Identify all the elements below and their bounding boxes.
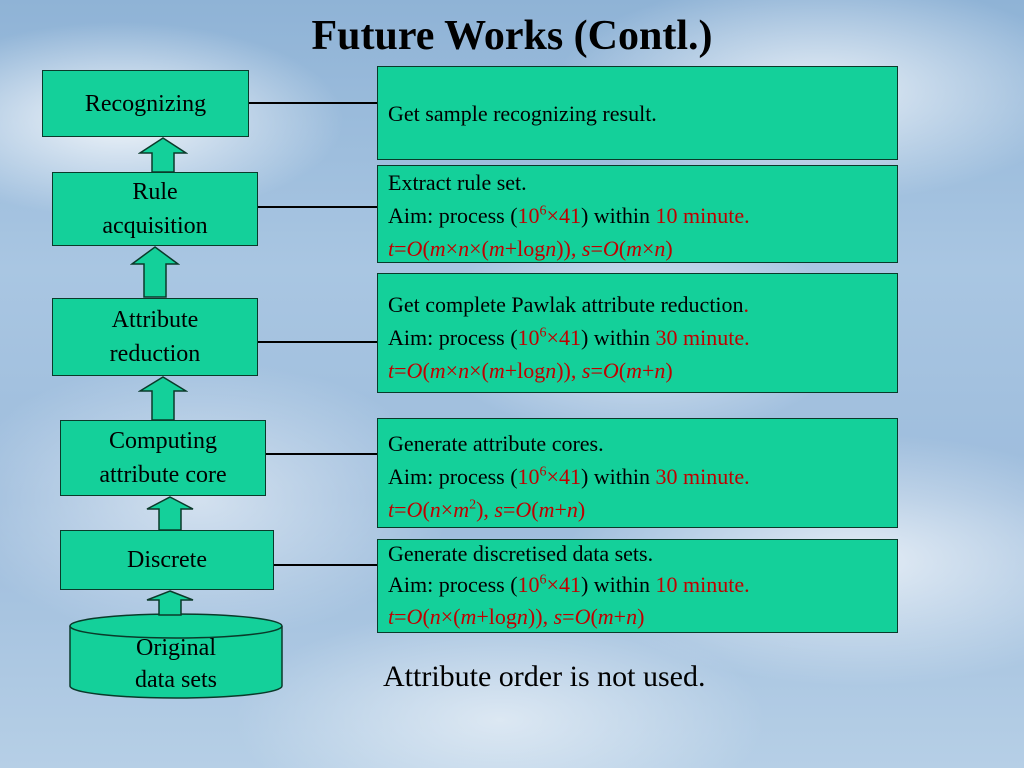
- discrete-box: Discrete: [60, 530, 274, 590]
- up-arrow-icon: [130, 246, 180, 298]
- original-data-label-line1: Original: [135, 632, 217, 664]
- attribute-reduction-label-line1: Attribute: [110, 303, 201, 337]
- rule-acquisition-label-line2: acquisition: [102, 209, 207, 243]
- rule-detail-aim: Aim: process (106×41) within 10 minute.: [388, 199, 887, 232]
- recognizing-detail-box: Get sample recognizing result.: [377, 66, 898, 160]
- rule-acquisition-box: Rule acquisition: [52, 172, 258, 246]
- attribute-reduction-box: Attribute reduction: [52, 298, 258, 376]
- rule-detail-complexity: t=O(m×n×(m+logn)), s=O(m×n): [388, 232, 887, 265]
- core-detail-box: Generate attribute cores. Aim: process (…: [377, 418, 898, 528]
- connector-line: [258, 341, 378, 343]
- connector-line: [249, 102, 378, 104]
- connector-line: [266, 453, 378, 455]
- computing-core-label-line2: attribute core: [99, 458, 226, 492]
- discrete-detail-line1: Generate discretised data sets.: [388, 540, 887, 568]
- attribute-reduction-detail-line1: Get complete Pawlak attribute reduction.: [388, 288, 887, 321]
- recognizing-box: Recognizing: [42, 70, 249, 137]
- attribute-reduction-detail-aim: Aim: process (106×41) within 30 minute.: [388, 321, 887, 354]
- computing-core-label-line1: Computing: [99, 424, 226, 458]
- recognizing-detail-text: Get sample recognizing result.: [388, 97, 657, 130]
- attribute-reduction-detail-complexity: t=O(m×n×(m+logn)), s=O(m+n): [388, 354, 887, 387]
- core-detail-line1: Generate attribute cores.: [388, 427, 887, 460]
- recognizing-label: Recognizing: [85, 87, 206, 121]
- discrete-detail-aim: Aim: process (106×41) within 10 minute.: [388, 568, 887, 602]
- core-detail-complexity: t=O(n×m2), s=O(m+n): [388, 493, 887, 526]
- rule-detail-box: Extract rule set. Aim: process (106×41) …: [377, 165, 898, 263]
- discrete-detail-box: Generate discretised data sets. Aim: pro…: [377, 539, 898, 633]
- original-data-label: Original data sets: [70, 632, 282, 696]
- slide-title: Future Works (Contl.): [0, 12, 1024, 60]
- attribute-reduction-detail-box: Get complete Pawlak attribute reduction.…: [377, 273, 898, 393]
- original-data-label-line2: data sets: [135, 664, 217, 696]
- discrete-label: Discrete: [127, 543, 207, 577]
- connector-line: [274, 564, 378, 566]
- discrete-detail-complexity: t=O(n×(m+logn)), s=O(m+n): [388, 602, 887, 632]
- connector-line: [258, 206, 378, 208]
- rule-acquisition-label-line1: Rule: [102, 175, 207, 209]
- attribute-reduction-label-line2: reduction: [110, 337, 201, 371]
- computing-core-box: Computing attribute core: [60, 420, 266, 496]
- up-arrow-icon: [138, 376, 188, 421]
- up-arrow-icon: [138, 137, 188, 173]
- core-detail-aim: Aim: process (106×41) within 30 minute.: [388, 460, 887, 493]
- up-arrow-icon: [145, 590, 195, 616]
- rule-detail-line1: Extract rule set.: [388, 166, 887, 199]
- footnote-text: Attribute order is not used.: [383, 660, 705, 694]
- up-arrow-icon: [145, 496, 195, 531]
